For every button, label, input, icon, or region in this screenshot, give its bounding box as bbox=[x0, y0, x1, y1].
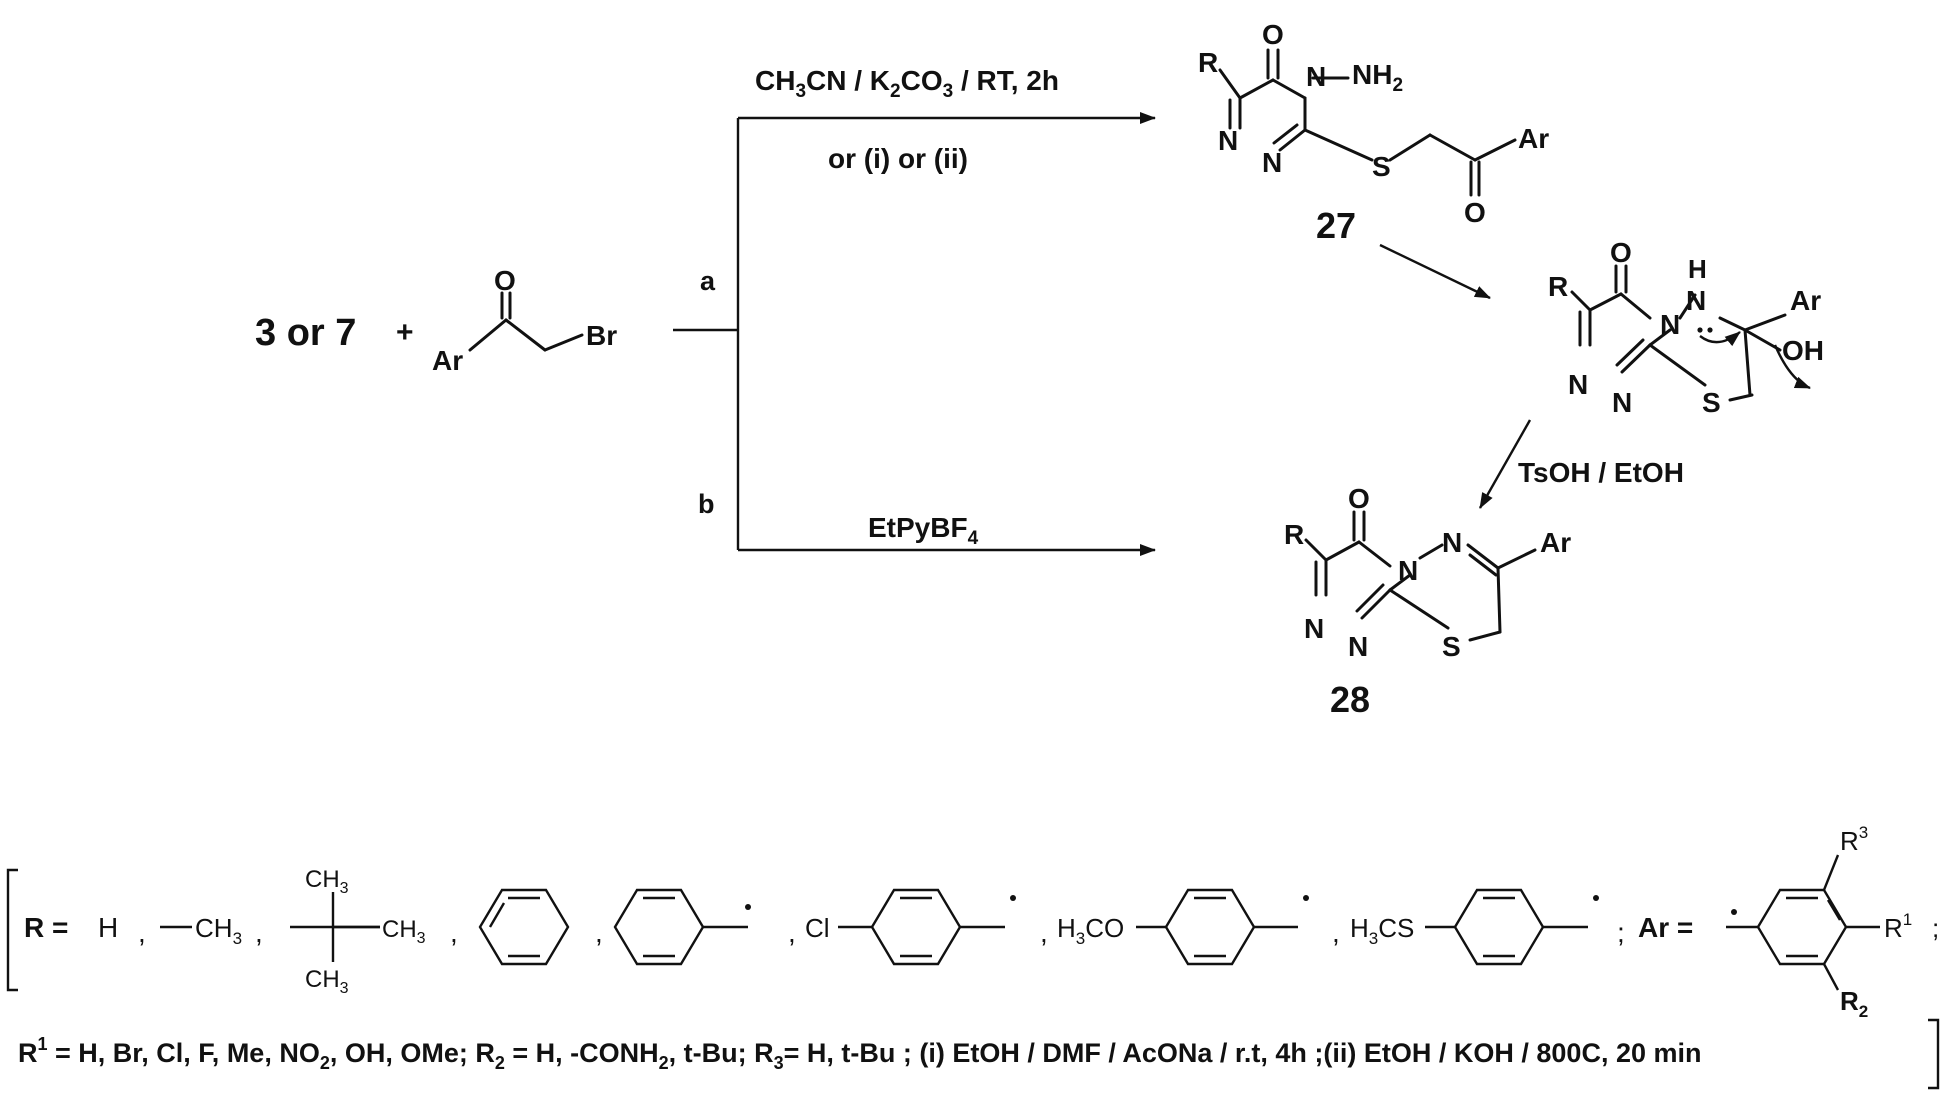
cyclization-reagent: TsOH / EtOH bbox=[1518, 457, 1684, 488]
c27-amino-group: NH2 bbox=[1352, 59, 1403, 96]
route-a-alt-conditions: or (i) or (ii) bbox=[828, 143, 968, 174]
legend-comma-2: , bbox=[255, 917, 263, 948]
ar-r1-label: R1 bbox=[1884, 910, 1912, 943]
c28-r-group: R bbox=[1284, 519, 1304, 550]
aryl-group: Ar bbox=[432, 345, 463, 376]
bromine-atom: Br bbox=[586, 320, 617, 351]
legend-comma-3: , bbox=[450, 917, 458, 948]
legend-r-label: R = bbox=[24, 912, 68, 943]
compound-27-structure: O R N NH2 N N S Ar O bbox=[1198, 19, 1549, 228]
plus-sign: + bbox=[396, 316, 414, 349]
compound-28-structure: O R N N Ar N N S bbox=[1284, 483, 1571, 662]
int-nitrogen-b: N bbox=[1612, 387, 1632, 418]
c27-nitrogen-b: N bbox=[1262, 147, 1282, 178]
legend-comma-7: , bbox=[1332, 917, 1340, 948]
int-nitrogen-a: N bbox=[1568, 369, 1588, 400]
c28-nitrogen-a: N bbox=[1304, 613, 1324, 644]
int-carbonyl-oxygen: O bbox=[1610, 237, 1632, 268]
tbutyl-ch3-right: CH3 bbox=[382, 916, 426, 947]
chloro-text: Cl bbox=[805, 913, 830, 943]
c27-r-group: R bbox=[1198, 47, 1218, 78]
aryl-substituent-structure: R3 R1 ; R2 bbox=[1726, 823, 1939, 1021]
c28-aryl: Ar bbox=[1540, 527, 1571, 558]
c28-nitrogen-b: N bbox=[1348, 631, 1368, 662]
c27-ring-nitrogen: N bbox=[1306, 61, 1326, 92]
carbonyl-oxygen: O bbox=[494, 265, 516, 296]
branch-lines bbox=[673, 112, 1532, 556]
route-b-label: b bbox=[698, 489, 715, 519]
methoxy-text: H3CO bbox=[1057, 913, 1124, 948]
legend-comma-6: , bbox=[1040, 917, 1048, 948]
legend-comma-1: , bbox=[138, 917, 146, 948]
legend-comma-5: , bbox=[788, 917, 796, 948]
int-r-group: R bbox=[1548, 271, 1568, 302]
ar-r2-label: R2 bbox=[1840, 986, 1868, 1021]
legend-right-bracket bbox=[1928, 1018, 1940, 1090]
starting-material-label: 3 or 7 bbox=[255, 312, 356, 354]
electron-push-arrow-1 bbox=[1699, 331, 1741, 347]
legend-comma-4: , bbox=[595, 917, 603, 948]
ar-r3-label: R3 bbox=[1840, 823, 1868, 856]
int-nh-hydrogen: H bbox=[1688, 254, 1707, 284]
legend-ar-label: Ar = bbox=[1638, 912, 1693, 943]
int-aryl: Ar bbox=[1790, 285, 1821, 316]
c27-aryl: Ar bbox=[1518, 123, 1549, 154]
chlorobenzyl-group: Cl bbox=[805, 888, 1016, 966]
route-a-label: a bbox=[700, 266, 716, 296]
c28-sulfur: S bbox=[1442, 631, 1461, 662]
methyl-group: CH3 , bbox=[160, 913, 263, 948]
c27-carbonyl-oxygen: O bbox=[1262, 19, 1284, 50]
ar-semicolon: ; bbox=[1932, 913, 1939, 943]
dehydration-arrow bbox=[1478, 419, 1532, 509]
methylthiobenzyl-group: H3CS bbox=[1350, 888, 1599, 966]
c27-sulfur: S bbox=[1372, 151, 1391, 182]
tert-butyl-group: CH3 CH3 CH3 , bbox=[290, 866, 458, 997]
benzyl-group bbox=[613, 888, 751, 966]
bromoketone-structure: O Ar Br bbox=[432, 265, 617, 376]
methoxybenzyl-group: H3CO bbox=[1057, 888, 1309, 966]
route-a-conditions: CH3CN / K2CO3 / RT, 2h bbox=[755, 65, 1059, 102]
phenyl-ring bbox=[478, 888, 570, 966]
cyclization-arrow bbox=[1379, 243, 1491, 300]
int-hydroxyl: OH bbox=[1782, 335, 1824, 366]
tbutyl-ch3-bottom: CH3 bbox=[305, 966, 349, 997]
c28-ring-nitrogen: N bbox=[1398, 555, 1418, 586]
compound-27-label: 27 bbox=[1316, 205, 1356, 246]
legend-semicolon: ; bbox=[1617, 917, 1625, 948]
c27-ketone-oxygen: O bbox=[1464, 197, 1486, 228]
compound-28-label: 28 bbox=[1330, 679, 1370, 720]
electron-push-arrow-2 bbox=[1773, 344, 1811, 390]
int-nh-nitrogen: N bbox=[1686, 285, 1706, 316]
legend-r-hydrogen: H bbox=[98, 912, 118, 943]
legend-left-bracket bbox=[6, 868, 18, 992]
substituent-footnote: R1 = H, Br, Cl, F, Me, NO2, OH, OMe; R2 … bbox=[18, 1034, 1701, 1073]
c28-carbonyl-oxygen: O bbox=[1348, 483, 1370, 514]
int-sulfur: S bbox=[1702, 387, 1721, 418]
c28-imine-nitrogen: N bbox=[1442, 527, 1462, 558]
tbutyl-ch3-top: CH3 bbox=[305, 866, 349, 897]
int-ring-nitrogen: N bbox=[1660, 309, 1680, 340]
methyl-text: CH3 bbox=[195, 913, 242, 948]
route-b-reagent: EtPyBF4 bbox=[868, 512, 979, 549]
methylthio-text: H3CS bbox=[1350, 913, 1414, 948]
c27-nitrogen-a: N bbox=[1218, 125, 1238, 156]
intermediate-structure: O R N H N Ar OH N N S bbox=[1548, 237, 1824, 418]
